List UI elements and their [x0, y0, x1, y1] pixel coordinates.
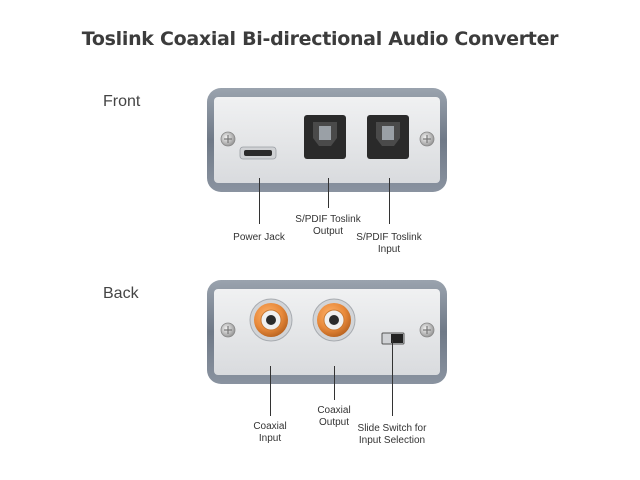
coaxial-input-label-line1: Coaxial — [253, 421, 287, 432]
slide-switch-callout: Slide Switch for Input Selection — [346, 423, 438, 447]
power-jack-port-icon — [239, 146, 277, 160]
back-section-label: Back — [103, 285, 139, 302]
coaxial-output-label-line1: Coaxial — [317, 405, 351, 416]
toslink-input-label-line2: Input — [377, 244, 401, 255]
page-title: Toslink Coaxial Bi-directional Audio Con… — [81, 28, 559, 50]
coaxial-input-jack-icon — [249, 298, 293, 342]
toslink-output-leader-line — [328, 178, 329, 208]
toslink-output-port-icon — [304, 115, 346, 159]
toslink-input-label-line1: S/PDIF Toslink — [356, 232, 422, 243]
front-panel-illustration — [207, 88, 447, 192]
front-section-label: Front — [103, 93, 141, 110]
power-jack-label: Power Jack — [233, 232, 285, 243]
slide-switch-icon — [381, 332, 405, 345]
toslink-output-label-line2: Output — [312, 226, 344, 237]
toslink-output-label-line1: S/PDIF Toslink — [295, 214, 361, 225]
power-jack-leader-line — [259, 178, 260, 224]
coaxial-output-leader-line — [334, 366, 335, 400]
coaxial-output-label-line2: Output — [318, 417, 350, 428]
screw-right-icon — [419, 322, 435, 338]
coaxial-output-jack-icon — [312, 298, 356, 342]
coaxial-output-callout: Coaxial Output — [304, 405, 364, 429]
back-panel-illustration — [207, 280, 447, 384]
screw-right-icon — [419, 131, 435, 147]
power-jack-callout: Power Jack — [224, 232, 294, 244]
coaxial-input-leader-line — [270, 366, 271, 416]
screw-left-icon — [220, 131, 236, 147]
toslink-input-leader-line — [389, 178, 390, 224]
coaxial-input-callout: Coaxial Input — [240, 421, 300, 445]
screw-left-icon — [220, 322, 236, 338]
coaxial-input-label-line2: Input — [258, 433, 282, 444]
toslink-input-port-icon — [367, 115, 409, 159]
toslink-input-callout: S/PDIF Toslink Input — [349, 232, 429, 256]
slide-switch-leader-line — [392, 340, 393, 416]
toslink-output-callout: S/PDIF Toslink Output — [288, 214, 368, 238]
slide-switch-label-line1: Slide Switch for — [357, 423, 427, 434]
slide-switch-label-line2: Input Selection — [358, 435, 426, 446]
